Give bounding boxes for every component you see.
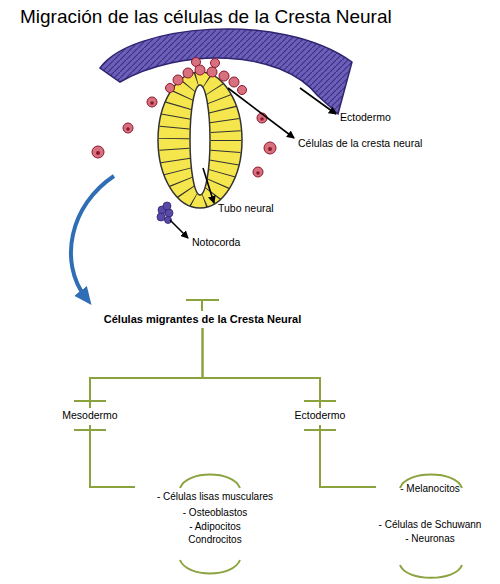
notochord-cell	[157, 213, 165, 221]
root-node: Células migrantes de la Cresta Neural	[95, 312, 310, 328]
branch-node: Ectodermo	[285, 408, 355, 425]
crest-cell	[219, 71, 229, 81]
leader-lines	[170, 88, 336, 238]
migrating-cell	[123, 123, 133, 133]
list-item: - Melanocitos	[376, 483, 484, 495]
part-label: Células de la cresta neural	[298, 137, 422, 149]
list-item: - Osteoblastos	[135, 507, 295, 519]
crest-cell	[238, 86, 247, 95]
crest-cell	[173, 75, 183, 85]
tree-connector	[90, 328, 203, 408]
list-item: Condrocitos	[135, 534, 295, 546]
tube-cell-walls	[174, 79, 226, 201]
migrating-cell	[92, 146, 104, 158]
cell-nucleus	[150, 101, 154, 105]
neural-tube	[158, 72, 242, 208]
cell-nucleus	[256, 171, 260, 175]
tree-connector	[320, 425, 376, 487]
cell-nuclei	[96, 101, 272, 175]
leader-line	[228, 88, 294, 138]
node-text: Ectodermo	[285, 409, 355, 422]
diagram-title: Migración de las células de la Cresta Ne…	[20, 6, 392, 28]
bracket-bar	[186, 300, 219, 311]
part-label: Notocorda	[192, 236, 240, 248]
crest-cell	[195, 65, 205, 75]
node-text: Células migrantes de la Cresta Neural	[95, 313, 310, 326]
list-node: - Células lisas musculares - Osteoblastos…	[135, 470, 295, 578]
crest-cell	[229, 77, 239, 87]
list-item: - Adipocitos	[135, 521, 295, 533]
list-item: - Células lisas musculares	[135, 491, 295, 503]
leader-line	[300, 88, 336, 114]
crest-cell	[166, 84, 175, 93]
crest-cell	[211, 59, 220, 68]
leader-line	[203, 168, 214, 203]
cell-nucleus	[260, 117, 264, 121]
list-node: - Melanocitos - Células de Schuwann - Neur…	[376, 470, 484, 580]
bracket-arc	[180, 475, 240, 489]
tree-connector	[203, 328, 321, 408]
migration-arrow	[71, 176, 114, 298]
part-label: Tubo neural	[218, 202, 274, 214]
part-label: Ectodermo	[340, 111, 391, 123]
bracket-arc	[400, 565, 462, 578]
list-item: - Neuronas	[376, 533, 484, 545]
crest-cells	[92, 58, 276, 178]
bracket-arc	[180, 560, 240, 574]
notochord-cell	[163, 202, 171, 210]
migrating-cell	[253, 167, 263, 177]
crest-cell	[183, 68, 193, 78]
cell-nucleus	[268, 147, 272, 151]
migrating-cell	[264, 142, 276, 154]
cell-nucleus	[126, 127, 130, 131]
migrating-cell	[147, 97, 157, 107]
list-item: - Células de Schuwann	[376, 519, 484, 531]
branch-node: Mesodermo	[55, 408, 125, 425]
cell-nucleus	[96, 151, 100, 155]
tree-connector	[90, 425, 135, 487]
node-text: Mesodermo	[55, 409, 125, 422]
leader-line	[170, 220, 188, 238]
crest-cell	[207, 67, 217, 77]
